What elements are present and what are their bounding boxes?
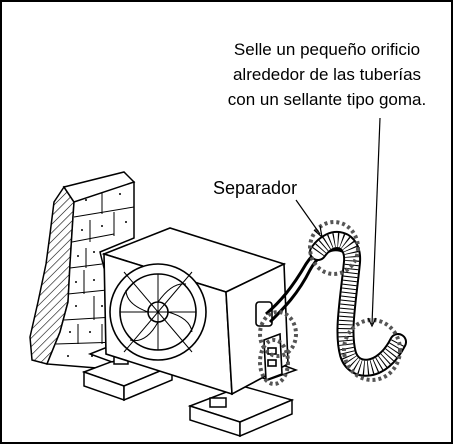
piping: [265, 231, 407, 377]
seal-instruction-line-3: con un sellante tipo goma.: [227, 90, 427, 109]
outdoor-unit: [101, 227, 289, 396]
leader-lines: [295, 117, 381, 328]
seal-instruction-line-1: Selle un pequeño orificio: [233, 40, 421, 59]
seal-instruction-label: Selle un pequeño orificio alrededor de l…: [207, 37, 447, 112]
seal-instruction-line-2: alrededor de las tuberías: [232, 65, 422, 84]
separator-label: Separador: [213, 178, 298, 198]
seal-markers: [258, 220, 402, 386]
